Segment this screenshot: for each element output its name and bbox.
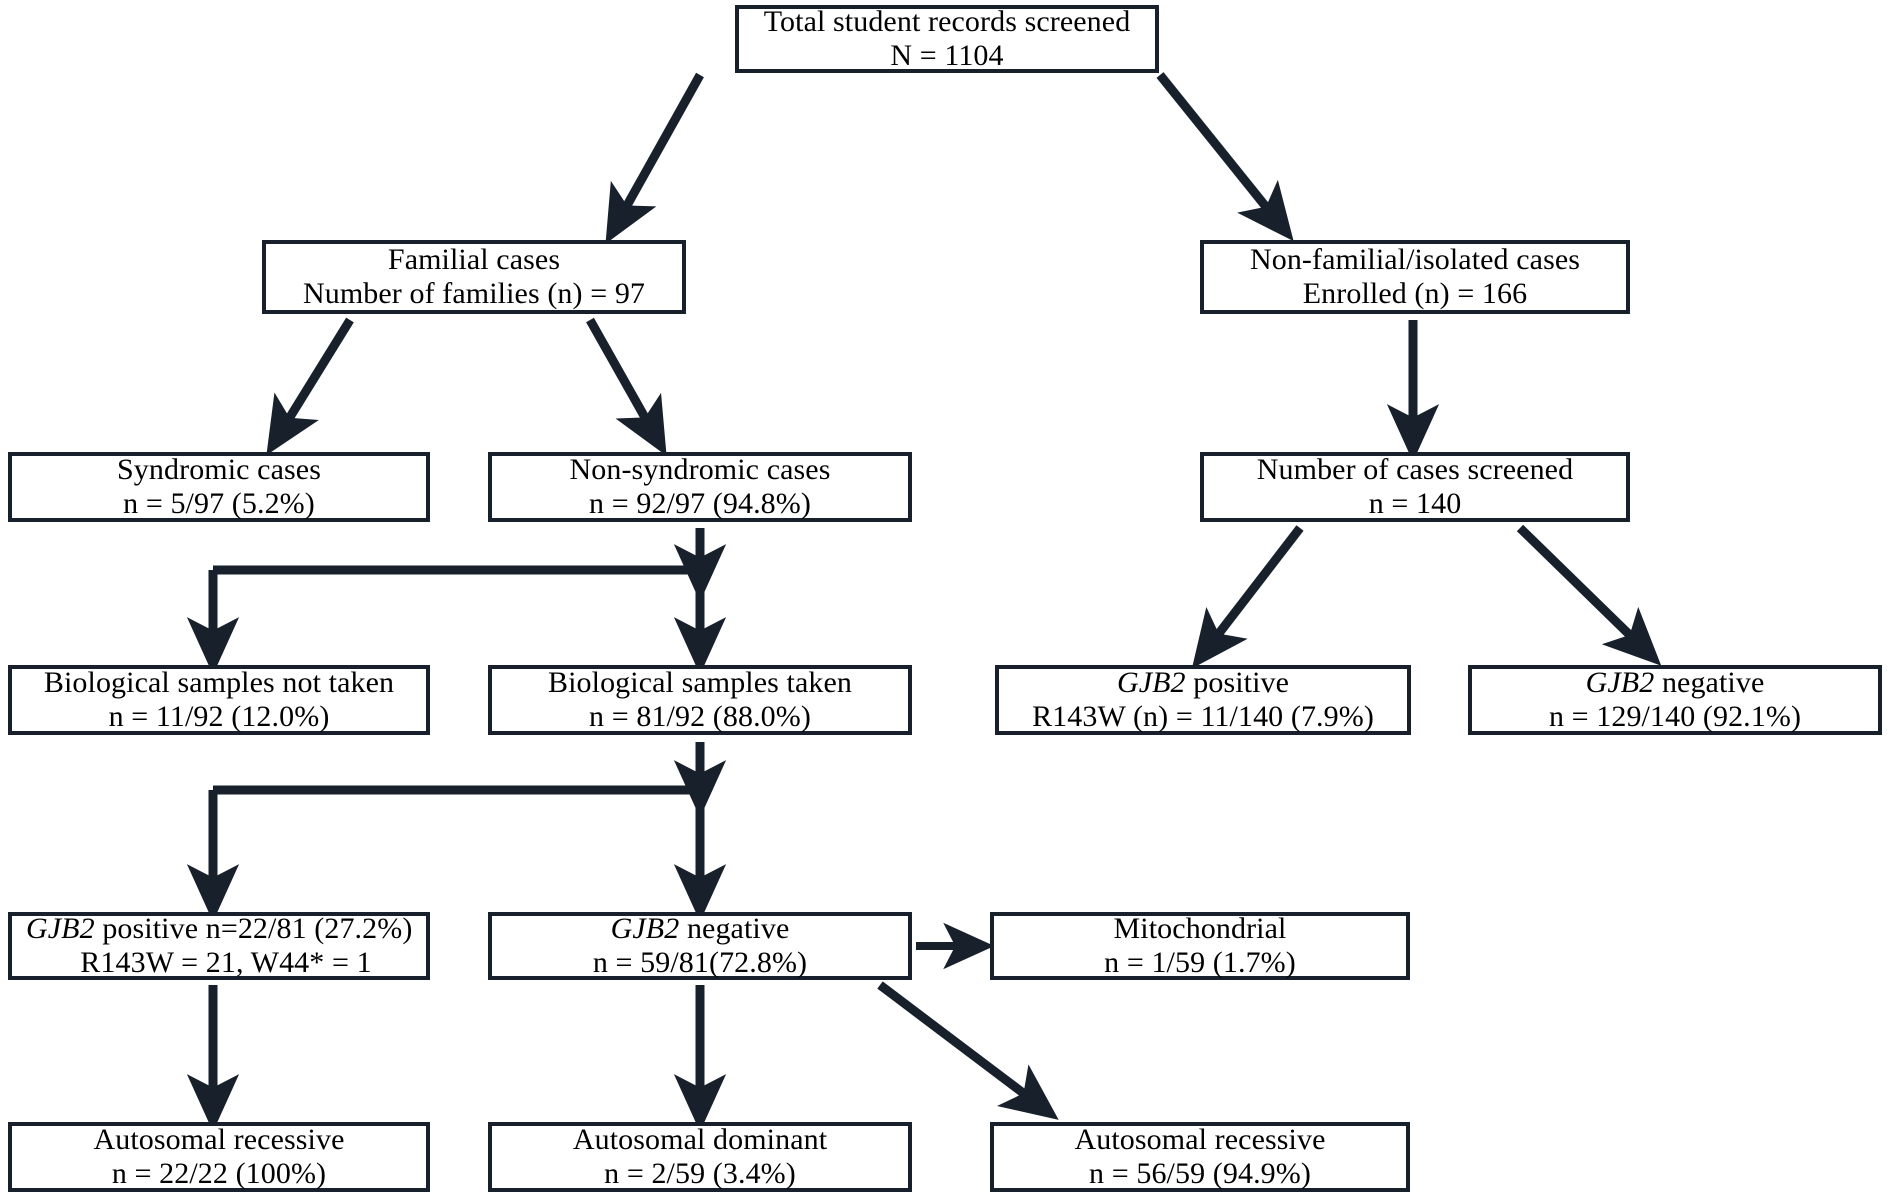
mitochondrial-box: Mitochondrial n = 1/59 (1.7%) xyxy=(990,912,1410,980)
node-line-primary-text: negative xyxy=(679,912,790,946)
node-line-secondary: R143W (n) = 11/140 (7.9%) xyxy=(1032,700,1374,733)
edge-screened-to-gjb2-negative xyxy=(1516,524,1662,666)
total-student-records-screened-box: Total student records screened N = 1104 xyxy=(735,5,1159,73)
node-line-secondary: n = 59/81(72.8%) xyxy=(592,946,808,979)
node-line-primary: Non-familial/isolated cases xyxy=(1249,243,1581,277)
node-line-secondary: Number of families (n) = 97 xyxy=(302,277,646,310)
non-syndromic-cases-box: Non-syndromic cases n = 92/97 (94.8%) xyxy=(488,452,912,522)
autosomal-recessive-negative-box: Autosomal recessive n = 56/59 (94.9%) xyxy=(990,1122,1410,1192)
node-line-secondary: n = 5/97 (5.2%) xyxy=(123,487,315,520)
node-line-primary-text: positive xyxy=(1185,666,1290,700)
node-line-primary: Biological samples taken xyxy=(548,666,852,700)
familial-cases-box: Familial cases Number of families (n) = … xyxy=(262,240,686,314)
node-line-secondary: n = 81/92 (88.0%) xyxy=(589,700,811,733)
autosomal-recessive-gjb2-box: Autosomal recessive n = 22/22 (100%) xyxy=(8,1122,430,1192)
node-line-secondary: n = 2/59 (3.4%) xyxy=(604,1157,796,1190)
gene-name: GJB2 xyxy=(26,912,95,946)
gene-name: GJB2 xyxy=(1116,666,1186,700)
gene-name: GJB2 xyxy=(1585,666,1655,700)
autosomal-dominant-box: Autosomal dominant n = 2/59 (3.4%) xyxy=(488,1122,912,1192)
biological-samples-not-taken-box: Biological samples not taken n = 11/92 (… xyxy=(8,665,430,735)
gene-name: GJB2 xyxy=(610,912,680,946)
node-line-secondary: N = 1104 xyxy=(890,39,1004,72)
node-line-primary: Number of cases screened xyxy=(1256,453,1574,487)
node-line-primary: Autosomal recessive xyxy=(93,1123,345,1157)
node-line-primary: GJB2 positive xyxy=(1117,666,1289,700)
node-line-primary: Syndromic cases xyxy=(117,453,321,487)
edge-total-to-familial xyxy=(605,72,704,244)
node-line-primary: GJB2 negative xyxy=(1586,666,1765,700)
node-line-primary-text: negative xyxy=(1654,666,1765,700)
node-line-secondary: R143W = 21, W44* = 1 xyxy=(80,946,372,979)
node-line-primary: Mitochondrial xyxy=(1113,912,1287,946)
number-of-cases-screened-box: Number of cases screened n = 140 xyxy=(1200,452,1630,522)
node-line-secondary: n = 11/92 (12.0%) xyxy=(108,700,330,733)
node-line-secondary: n = 92/97 (94.8%) xyxy=(589,487,811,520)
edge-gjb2-negative81-to-ar56 xyxy=(877,981,1059,1120)
node-line-primary: Autosomal recessive xyxy=(1074,1123,1326,1157)
syndromic-cases-box: Syndromic cases n = 5/97 (5.2%) xyxy=(8,452,430,522)
node-line-secondary: Enrolled (n) = 166 xyxy=(1302,277,1528,310)
gjb2-negative-isolated-box: GJB2 negative n = 129/140 (92.1%) xyxy=(1468,665,1882,735)
edge-familial-to-syndromic xyxy=(266,317,354,456)
edge-screened-to-gjb2-positive xyxy=(1191,525,1304,669)
node-line-primary: Biological samples not taken xyxy=(43,666,395,700)
gjb2-positive-familial-box: GJB2 positive n=22/81 (27.2%) R143W = 21… xyxy=(8,912,430,980)
node-line-primary: Autosomal dominant xyxy=(572,1123,828,1157)
node-line-secondary: n = 56/59 (94.9%) xyxy=(1089,1157,1311,1190)
edge-total-to-nonfamilial xyxy=(1156,72,1294,242)
node-line-secondary: n = 1/59 (1.7%) xyxy=(1104,946,1296,979)
node-line-primary-text: positive n=22/81 (27.2%) xyxy=(94,912,413,946)
node-line-secondary: n = 22/22 (100%) xyxy=(111,1157,327,1190)
gjb2-negative-familial-box: GJB2 negative n = 59/81(72.8%) xyxy=(488,912,912,980)
node-line-primary: Total student records screened xyxy=(763,5,1131,39)
node-line-secondary: n = 129/140 (92.1%) xyxy=(1548,700,1802,733)
node-line-primary: GJB2 positive n=22/81 (27.2%) xyxy=(26,912,412,946)
node-line-primary: Familial cases xyxy=(387,243,561,277)
node-line-primary: Non-syndromic cases xyxy=(569,453,831,487)
non-familial-isolated-cases-box: Non-familial/isolated cases Enrolled (n)… xyxy=(1200,240,1630,314)
node-line-secondary: n = 140 xyxy=(1368,487,1462,520)
node-line-primary: GJB2 negative xyxy=(611,912,790,946)
biological-samples-taken-box: Biological samples taken n = 81/92 (88.0… xyxy=(488,665,912,735)
edge-familial-to-nonsyndromic xyxy=(586,317,667,456)
gjb2-positive-isolated-box: GJB2 positive R143W (n) = 11/140 (7.9%) xyxy=(995,665,1411,735)
